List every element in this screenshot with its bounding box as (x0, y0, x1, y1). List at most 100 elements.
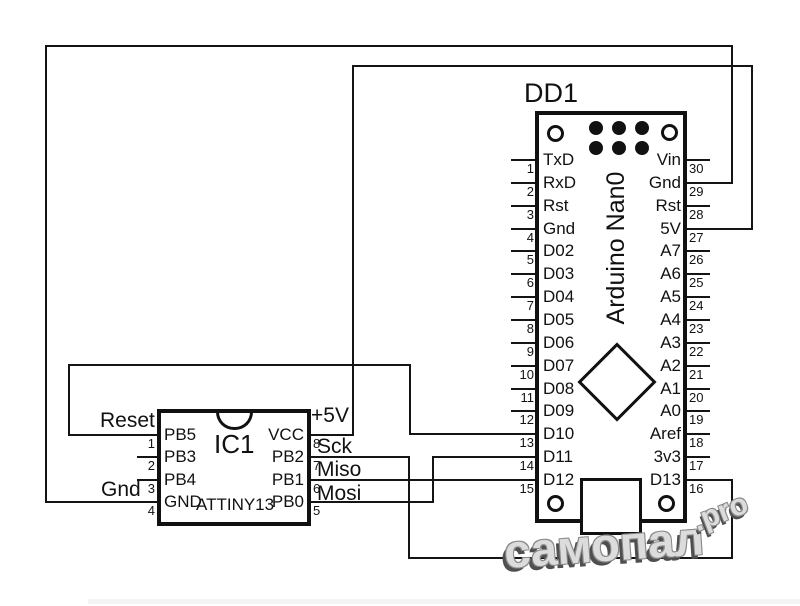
arduino-pin-label-5V: 5V (660, 219, 681, 238)
arduino-pin-number-26: 26 (689, 252, 704, 267)
arduino-pin-stub-26 (686, 250, 710, 252)
arduino-pin-label-D12: D12 (543, 470, 575, 489)
wire-mosi-from-attiny (310, 501, 434, 503)
arduino-pin-number-16: 16 (689, 481, 704, 496)
arduino-pin-number-18: 18 (689, 435, 704, 450)
arduino-pin-stub-6 (511, 273, 537, 275)
wire-5v-vcc-stub (310, 434, 354, 436)
arduino-pin-label-A6: A6 (660, 264, 681, 283)
arduino-pin-stub-17 (686, 456, 710, 458)
net-label-reset: Reset (100, 409, 155, 432)
arduino-pin-number-15: 15 (519, 481, 534, 496)
arduino-pin-label-A7: A7 (660, 241, 681, 260)
arduino-pin-stub-1 (511, 159, 537, 161)
arduino-pin-stub-19 (686, 410, 710, 412)
arduino-pin-number-3: 3 (526, 207, 534, 222)
usb-connector (580, 478, 642, 535)
attiny-pin-number-3: 3 (147, 481, 155, 496)
arduino-pin-number-14: 14 (519, 458, 534, 473)
wire-5v-left-vertical (352, 65, 354, 436)
wire-reset-to-arduino-pin13 (409, 433, 537, 435)
arduino-pin-number-28: 28 (689, 207, 704, 222)
wire-mosi-to-arduino-pin14 (432, 456, 537, 458)
attiny-pin-label-PB3: PB3 (164, 447, 197, 466)
attiny-pin-label-GND: GND (164, 492, 202, 511)
arduino-pin-stub-13 (511, 433, 537, 435)
wire-miso-straight (310, 479, 537, 481)
arduino-pin-label-Gnd: Gnd (648, 173, 681, 192)
arduino-pin-number-7: 7 (526, 298, 534, 313)
arduino-pin-number-9: 9 (526, 344, 534, 359)
mounting-hole-bottom-left (547, 495, 564, 512)
arduino-pin-stub-3 (511, 205, 537, 207)
arduino-pin-stub-25 (686, 273, 710, 275)
wire-gnd-left-vertical (45, 45, 47, 503)
arduino-pin-stub-7 (511, 296, 537, 298)
net-label-5v: +5V (311, 404, 349, 427)
icsp-pin-dot (589, 141, 603, 155)
mounting-hole-top-right (661, 124, 678, 141)
wire-mosi-mid-vertical (432, 456, 434, 503)
attiny-pin-label-PB5: PB5 (164, 425, 197, 444)
arduino-pin-label-A4: A4 (660, 310, 681, 329)
icsp-pin-dot (635, 121, 649, 135)
arduino-pin-stub-16 (686, 479, 710, 481)
arduino-pin-label-D11: D11 (543, 447, 573, 466)
arduino-pin-label-D05: D05 (543, 310, 575, 329)
arduino-pin-stub-8 (511, 319, 537, 321)
arduino-pin-number-17: 17 (689, 458, 704, 473)
attiny-pin-stub-6 (310, 479, 331, 481)
arduino-pin-stub-18 (686, 433, 710, 435)
arduino-pin-stub-5 (511, 250, 537, 252)
wire-reset-left-vertical (68, 364, 70, 436)
wire-5v-right-vertical (751, 65, 753, 230)
arduino-pin-label-D10: D10 (543, 424, 575, 443)
arduino-pin-label-D08: D08 (543, 379, 575, 398)
attiny-pin-stub-8 (310, 434, 331, 436)
attiny-pin-label-PB4: PB4 (164, 470, 197, 489)
attiny-pin-number-8: 8 (313, 436, 321, 451)
net-label-sck: Sck (317, 435, 353, 458)
arduino-pin-label-D04: D04 (543, 287, 575, 306)
wire-sck-mid-vertical (408, 456, 410, 559)
attiny-pin-label-PB0: PB0 (271, 492, 304, 511)
arduino-pin-label-Rst: Rst (655, 196, 682, 215)
attiny-pin-label-PB2: PB2 (271, 447, 304, 466)
icsp-pin-dot (635, 141, 649, 155)
arduino-pin-label-Gnd: Gnd (543, 219, 576, 238)
arduino-pin-stub-15 (511, 479, 537, 481)
arduino-pin-label-D06: D06 (543, 333, 575, 352)
mounting-hole-bottom-right (658, 495, 675, 512)
attiny-part-label: ATTINY13 (196, 495, 275, 514)
arduino-pin-number-22: 22 (689, 344, 704, 359)
arduino-pin-number-5: 5 (526, 252, 534, 267)
arduino-pin-stub-10 (511, 365, 537, 367)
arduino-pin-number-8: 8 (526, 321, 534, 336)
arduino-pin-label-A3: A3 (660, 333, 681, 352)
arduino-pin-label-3v3: 3v3 (653, 447, 681, 466)
wire-reset-to-attiny (68, 434, 159, 436)
arduino-pin-number-20: 20 (689, 390, 704, 405)
arduino-pin-label-A0: A0 (660, 401, 681, 420)
wire-reset-horizontal (68, 364, 411, 366)
arduino-pin-number-30: 30 (689, 161, 704, 176)
mounting-hole-top-left (547, 125, 564, 142)
attiny-pin-label-VCC: VCC (268, 425, 304, 444)
attiny-pin-stub-7 (310, 456, 331, 458)
icsp-pin-dot (589, 121, 603, 135)
arduino-pin-label-TxD: TxD (543, 150, 575, 169)
arduino-pin-number-24: 24 (689, 298, 704, 313)
attiny-pin-number-5: 5 (313, 503, 321, 518)
wire-sck-bottom-horizontal (408, 557, 733, 559)
arduino-pin-label-RxD: RxD (543, 173, 577, 192)
arduino-pin-stub-20 (686, 388, 710, 390)
arduino-pin-number-11: 11 (520, 390, 535, 405)
arduino-pin-number-12: 12 (519, 412, 534, 427)
arduino-pin-number-2: 2 (526, 184, 534, 199)
arduino-designator: DD1 (524, 78, 579, 108)
arduino-pin-label-Vin: Vin (656, 150, 681, 169)
arduino-pin-number-29: 29 (689, 184, 704, 199)
arduino-pin-stub-27 (686, 228, 710, 230)
icsp-pin-dot (612, 121, 626, 135)
